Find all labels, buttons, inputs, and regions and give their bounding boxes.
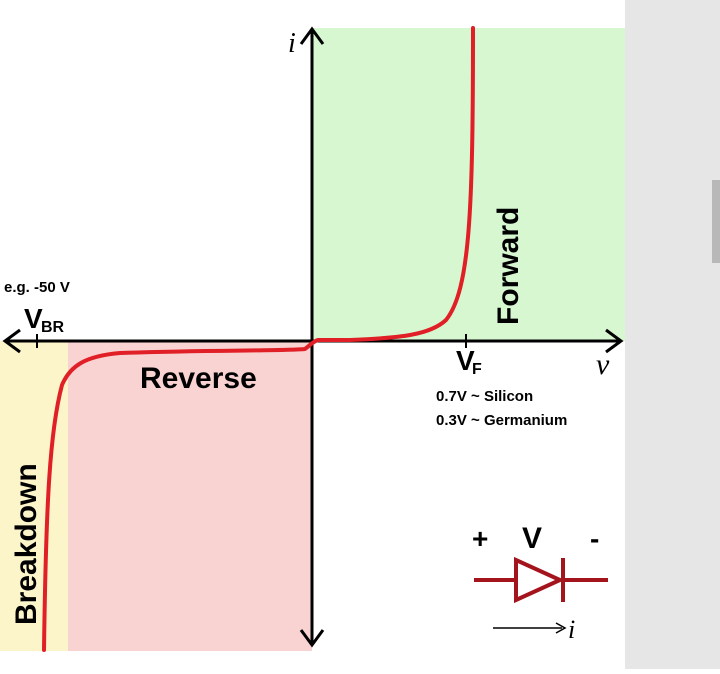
- y-axis-label: i: [288, 28, 296, 59]
- iv-curve: [42, 26, 475, 652]
- diode-voltage: V: [522, 522, 542, 555]
- reverse-region: [68, 341, 312, 651]
- x-axis-right-arrow: [605, 328, 624, 354]
- y-axis-bottom-arrow: [299, 629, 325, 648]
- diode-current-label: i: [568, 615, 575, 644]
- y-axis-top-arrow: [299, 26, 325, 45]
- current-arrow-head: [555, 622, 567, 634]
- diode-minus: -: [590, 523, 599, 554]
- breakdown-region: [0, 341, 68, 651]
- forward-region: [312, 28, 625, 341]
- diode-iv-diagram: i v Forward Reverse Breakdown e.g. -50 V…: [0, 26, 625, 652]
- x-axis-left-arrow: [2, 328, 21, 354]
- breakdown-label: Breakdown: [10, 463, 43, 625]
- side-panel: [625, 0, 720, 669]
- vf-symbol: V: [456, 345, 475, 376]
- vf-note-germanium: 0.3V ~ Germanium: [436, 412, 567, 429]
- scrollbar-thumb[interactable]: [712, 180, 720, 263]
- forward-label: Forward: [492, 207, 525, 325]
- vbr-subscript: BR: [41, 319, 65, 336]
- vbr-symbol: V: [24, 303, 43, 334]
- diode-triangle: [514, 556, 565, 604]
- vbr-example: e.g. -50 V: [4, 279, 70, 296]
- vf-note-silicon: 0.7V ~ Silicon: [436, 388, 533, 405]
- x-axis-label: v: [596, 348, 610, 381]
- diode-symbol: [474, 556, 608, 604]
- vf-subscript: F: [472, 361, 482, 378]
- reverse-label: Reverse: [140, 362, 257, 395]
- diagram-svg: i v Forward Reverse Breakdown e.g. -50 V…: [0, 26, 625, 652]
- diode-plus: +: [472, 523, 488, 554]
